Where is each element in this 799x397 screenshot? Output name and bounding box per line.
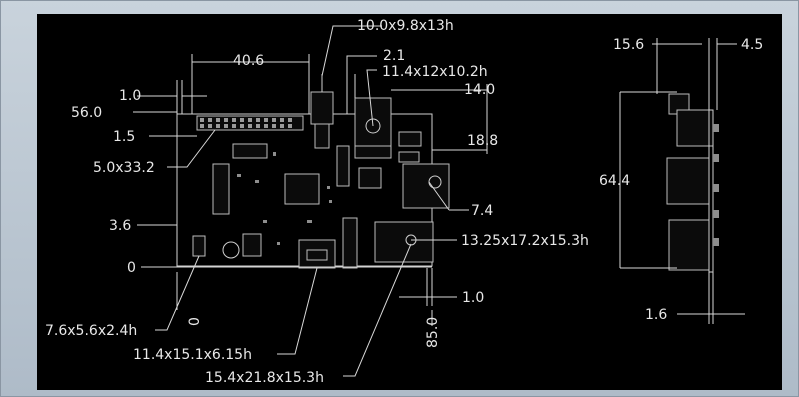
side-view <box>666 93 719 273</box>
label-side-1-6: 1.6 <box>645 307 667 323</box>
label-3-6: 3.6 <box>109 218 131 234</box>
label-40-6: 40.6 <box>233 53 264 69</box>
rj45-connector <box>374 221 434 263</box>
power-connector <box>310 74 334 149</box>
label-audio: 7.6x5.6x2.4h <box>45 323 137 339</box>
usb-block-top <box>354 97 392 159</box>
drawing-canvas: 10.0x9.8x13h 40.6 2.1 11.4x12x10.2h 14.0… <box>37 14 782 390</box>
label-56-0: 56.0 <box>71 105 102 121</box>
label-header-dims: 10.0x9.8x13h <box>357 18 454 34</box>
audio-jack <box>192 235 206 257</box>
dimension-drawing: 10.0x9.8x13h 40.6 2.1 11.4x12x10.2h 14.0… <box>45 18 763 386</box>
hdmi-connector <box>298 239 336 269</box>
label-85-0: 85.0 <box>425 317 441 348</box>
label-side-4-5: 4.5 <box>741 37 763 53</box>
gpio-header <box>196 115 304 131</box>
label-18-8: 18.8 <box>467 133 498 149</box>
label-side-15-6: 15.6 <box>613 37 644 53</box>
label-gpio: 5.0x33.2 <box>93 160 155 176</box>
components <box>212 131 422 269</box>
label-7-4: 7.4 <box>471 203 493 219</box>
label-1-5: 1.5 <box>113 129 135 145</box>
dimension-lines <box>133 25 488 377</box>
label-14-0: 14.0 <box>464 82 495 98</box>
usb-block-right <box>402 163 450 209</box>
label-hdmi: 11.4x15.1x6.15h <box>133 347 252 363</box>
label-zero-vertical: 0 <box>187 317 203 326</box>
label-usb-block: 11.4x12x10.2h <box>382 64 488 80</box>
label-zero: 0 <box>127 260 136 276</box>
label-1-0-top: 1.0 <box>119 88 141 104</box>
side-dimension-lines <box>619 38 745 324</box>
label-2-1: 2.1 <box>383 48 405 64</box>
label-sd: 15.4x21.8x15.3h <box>205 370 324 386</box>
label-rj45: 13.25x17.2x15.3h <box>461 233 589 249</box>
label-1-0-bottom: 1.0 <box>462 290 484 306</box>
label-side-64-4: 64.4 <box>599 173 630 189</box>
